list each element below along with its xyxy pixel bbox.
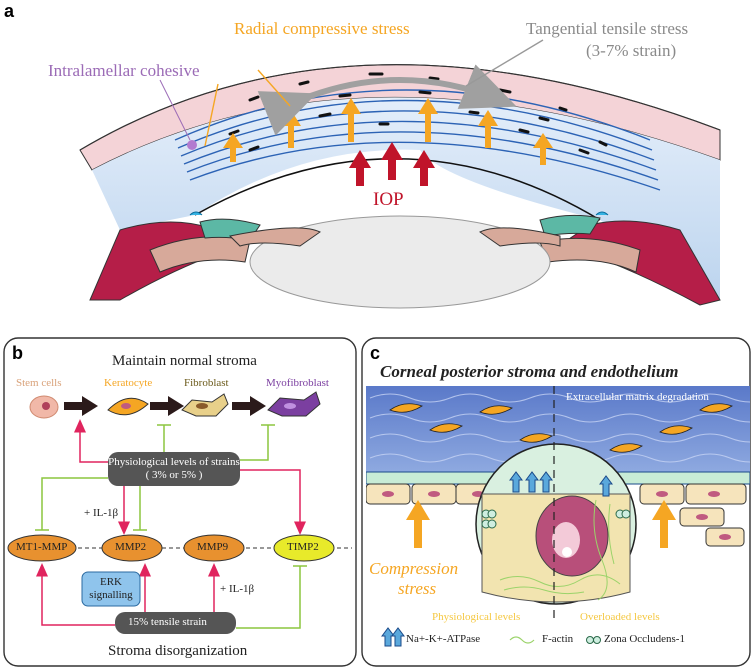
legend-zo1-label: Zona Occludens-1 bbox=[604, 633, 685, 645]
ecm-label: Extracellular matrix degradation bbox=[566, 391, 709, 403]
cohesive-label: Intralamellar cohesive bbox=[48, 61, 200, 80]
node-mmp2 bbox=[101, 534, 163, 562]
physio-box-text: Physiological levels of strains ( 3% or … bbox=[108, 456, 240, 482]
erk-label: ERK signalling bbox=[82, 576, 140, 602]
legend-zo1-icon bbox=[586, 636, 594, 644]
physio-box bbox=[108, 452, 240, 486]
legend-atpase-label: Na+-K+-ATPase bbox=[406, 633, 481, 645]
erk-text: ERK signalling bbox=[89, 576, 133, 601]
iop-label: IOP bbox=[373, 189, 404, 210]
tangential-strain-label: (3-7% strain) bbox=[586, 41, 677, 60]
inhibit-lines bbox=[35, 424, 307, 629]
panel-c-letter: c bbox=[370, 343, 381, 363]
lens bbox=[249, 215, 551, 309]
node-mmp2-label: MMP2 bbox=[115, 541, 147, 553]
fibroblast-icon bbox=[181, 393, 229, 417]
panel-b-title: Maintain normal stroma bbox=[112, 353, 257, 369]
tensile-box bbox=[115, 612, 236, 634]
legend-atpase-icon bbox=[381, 627, 395, 647]
panel-a bbox=[79, 39, 721, 309]
node-timp2-label: TIMP2 bbox=[287, 541, 319, 553]
overload-level-label: Overloaded levels bbox=[580, 611, 660, 623]
tangential-arrow bbox=[257, 64, 517, 136]
panel-b bbox=[3, 337, 357, 667]
panel-c bbox=[361, 337, 751, 667]
panel-c-title: Corneal posterior stroma and endothelium bbox=[380, 362, 679, 381]
legend-factin-icon bbox=[509, 636, 535, 644]
cohesive-dot bbox=[187, 140, 197, 150]
panel-a-letter: a bbox=[4, 1, 15, 21]
cell-stem-label: Stem cells bbox=[16, 377, 62, 389]
compression-arrow-left bbox=[406, 500, 430, 548]
endothelial-cells bbox=[366, 483, 747, 547]
il1b-right-label: + IL-1β bbox=[220, 583, 255, 595]
stroma-region bbox=[92, 97, 720, 300]
il1b-left-label: + IL-1β bbox=[84, 507, 119, 519]
compression-label-1: Compression bbox=[369, 559, 459, 578]
myofibroblast-icon bbox=[267, 391, 321, 417]
panel-b-bottom-title: Stroma disorganization bbox=[108, 643, 248, 659]
compression-label-2: stress bbox=[398, 579, 437, 598]
progression-arrows bbox=[64, 396, 266, 416]
node-mt1mmp bbox=[7, 534, 77, 562]
physio-level-label: Physiological levels bbox=[432, 611, 521, 623]
cell-myofibroblast-label: Myofibroblast bbox=[266, 377, 329, 389]
node-mmp9-label: MMP9 bbox=[197, 541, 229, 553]
stem-cell-icon bbox=[29, 395, 59, 419]
tangential-stress-label: Tangential tensile stress bbox=[526, 19, 689, 38]
zo1-markers bbox=[481, 509, 631, 529]
node-mmp9 bbox=[183, 534, 245, 562]
physio-box-label: Physiological levels of strains ( 3% or … bbox=[108, 456, 240, 481]
cell-keratocyte-label: Keratocyte bbox=[104, 377, 153, 389]
iop-arrows bbox=[349, 142, 435, 186]
tensile-box-label: 15% tensile strain bbox=[128, 616, 207, 628]
node-mt1mmp-label: MT1-MMP bbox=[16, 541, 68, 553]
erk-box bbox=[81, 571, 141, 607]
panel-b-letter: b bbox=[12, 343, 23, 363]
radial-stress-label: Radial compressive stress bbox=[234, 19, 410, 38]
compression-arrow-right bbox=[652, 500, 676, 548]
cell-fibroblast-label: Fibroblast bbox=[184, 377, 229, 389]
stroma-keratocytes bbox=[389, 403, 733, 453]
node-timp2 bbox=[273, 534, 335, 562]
promote-lines bbox=[36, 419, 306, 626]
legend-factin-label: F-actin bbox=[542, 633, 574, 645]
keratocyte-icon bbox=[107, 397, 149, 416]
atpase-icons bbox=[509, 471, 613, 497]
